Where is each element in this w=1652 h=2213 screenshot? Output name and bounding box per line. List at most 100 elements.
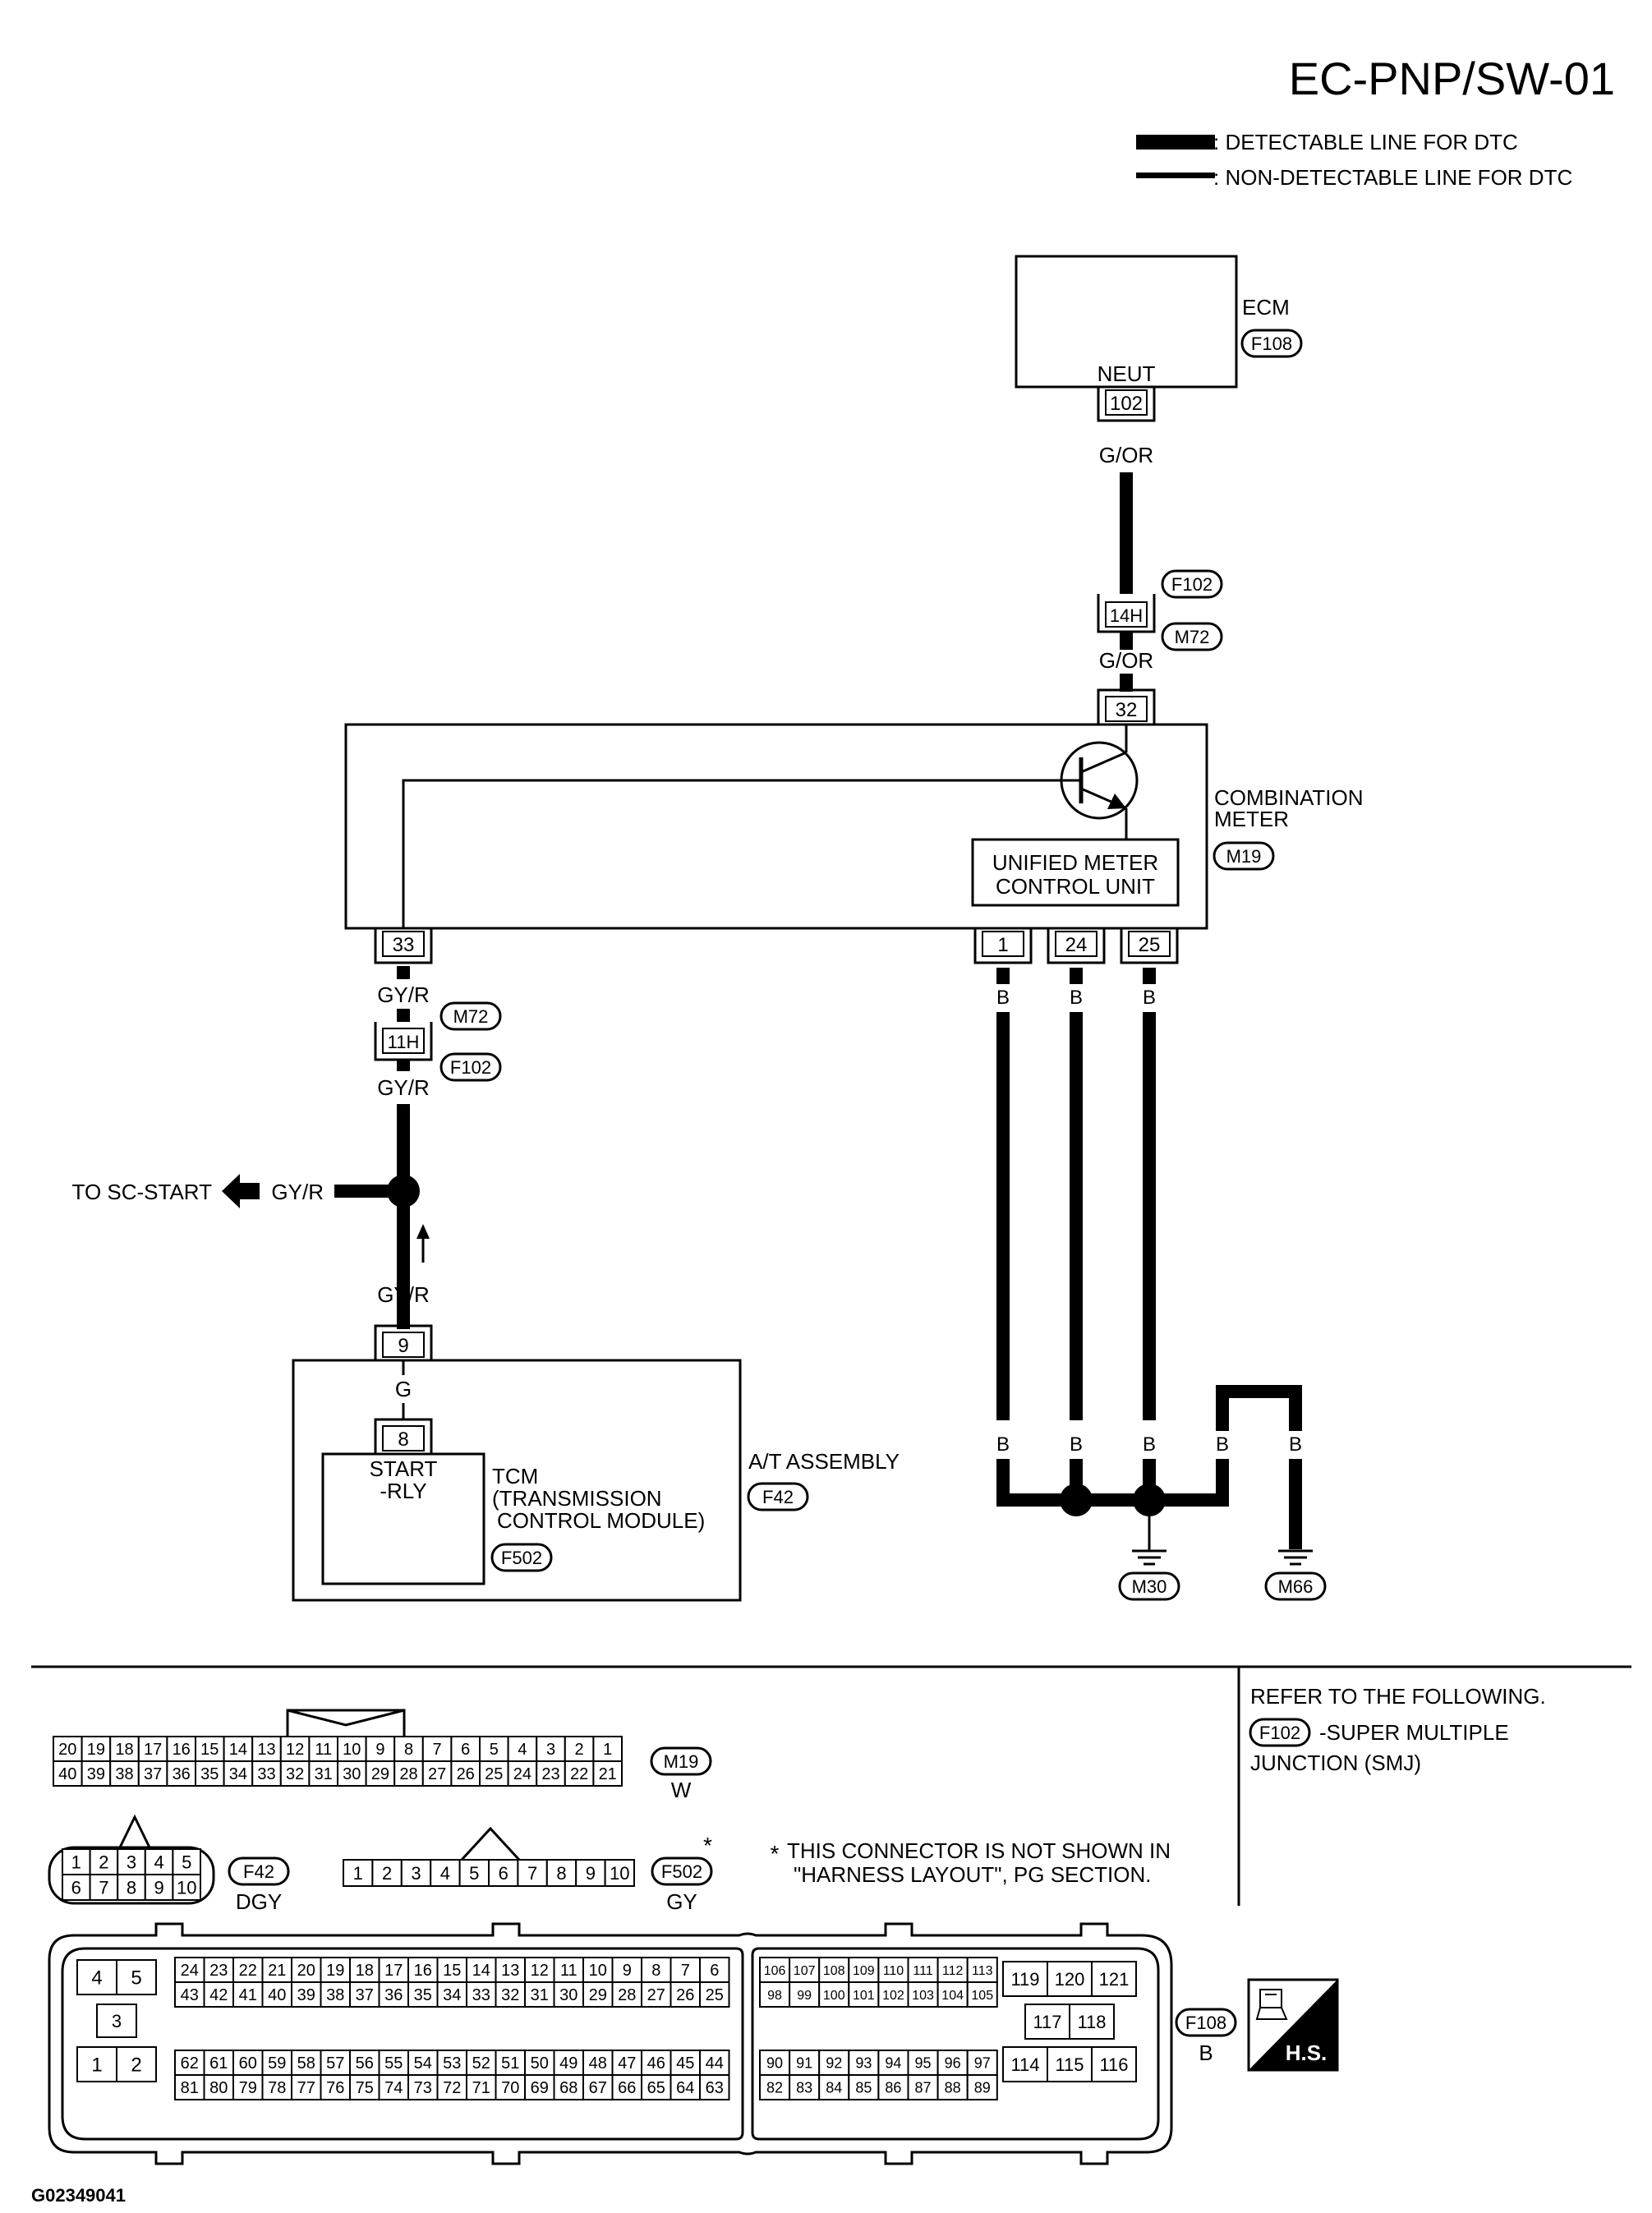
f108-pin-55-label: 55 (384, 2054, 403, 2073)
f108-pin-95-label: 95 (915, 2054, 932, 2071)
svg-text:M19: M19 (1226, 846, 1262, 867)
f108-pin-17-label: 17 (384, 1962, 403, 1980)
m19-pin-6-label: 6 (461, 1741, 470, 1759)
m19-pin-21 (592, 1760, 624, 1787)
svg-text:102: 102 (1110, 393, 1143, 415)
m19-pin-33 (251, 1760, 282, 1787)
svg-text:H.S.: H.S. (1286, 2040, 1328, 2065)
m19-pin-18-label: 18 (115, 1741, 133, 1759)
meter-pin-24: 24 (1047, 928, 1106, 964)
wire-g-or-lower (1120, 674, 1133, 692)
m19-pin-20 (53, 1736, 83, 1762)
f108-pin-49-label: 49 (559, 2054, 578, 2073)
f108-pin-17 (378, 1957, 409, 1983)
f108-pin-120-label: 120 (1055, 1969, 1085, 1990)
f108-pin-100-label: 100 (823, 1989, 845, 2003)
f108-pin-13 (495, 1957, 526, 1983)
m19-pin-38-label: 38 (115, 1765, 133, 1783)
f108-pin-113 (966, 1957, 998, 1983)
f108-pin-24 (174, 1957, 205, 1983)
branch-wire-label: GY/R (271, 1180, 324, 1204)
m19-pin-24-label: 24 (513, 1765, 531, 1783)
f108-pin-97 (966, 2050, 998, 2076)
ecm-pin-102: 102 (1097, 387, 1156, 422)
m19-pin-5-label: 5 (490, 1741, 499, 1759)
branch-label: TO SC-START (72, 1180, 213, 1204)
f502-color: GY (666, 1889, 697, 1914)
f108-pin-103 (907, 1981, 939, 2008)
svg-text:F102: F102 (1259, 1723, 1300, 1743)
f108-pin-22 (232, 1957, 264, 1983)
splice-point-2 (1133, 1484, 1166, 1516)
at-assembly-connector-tag: F42 (747, 1482, 809, 1511)
wire-label-g: G (395, 1377, 412, 1401)
m19-pin-17-label: 17 (144, 1741, 162, 1759)
m19-pin-40-label: 40 (58, 1765, 76, 1783)
f108-pin-104 (936, 1981, 969, 2008)
m19-pin-28-label: 28 (399, 1765, 417, 1783)
f108-pin-96-label: 96 (945, 2054, 961, 2071)
f108-pin-24-label: 24 (181, 1962, 199, 1980)
meter-pin-1: 1 (973, 928, 1033, 964)
svg-text:F102: F102 (450, 1057, 491, 1078)
m19-pin-2-label: 2 (575, 1741, 584, 1759)
ground-bus (996, 1493, 1229, 1507)
f108-pin-84 (818, 2074, 850, 2100)
f108-pin-60-label: 60 (239, 2054, 257, 2073)
f42-pin-10-label: 10 (177, 1877, 196, 1898)
m19-pin-11-label: 11 (315, 1741, 332, 1759)
wire-g-or-upper (1120, 472, 1133, 594)
f108-pin-61-label: 61 (209, 2054, 228, 2073)
f108-pin-70-label: 70 (501, 2079, 519, 2097)
f108-pin-98-label: 98 (767, 1989, 782, 2003)
svg-text:F502: F502 (661, 1861, 702, 1882)
m19-pin-26-label: 26 (457, 1765, 475, 1783)
ground-wire-24 (1070, 1012, 1083, 1420)
f42-pin-6 (62, 1874, 91, 1901)
f108-pin-57-label: 57 (326, 2054, 344, 2073)
f502-key (460, 1826, 521, 1861)
ground-m30-tag: M30 (1118, 1571, 1180, 1601)
internal-signal-line (402, 779, 1081, 928)
f108-pin-105 (966, 1981, 998, 2008)
f108-pin-33-label: 33 (472, 1986, 490, 2004)
f108-pin-68-label: 68 (559, 2079, 578, 2097)
f108-pin-6 (699, 1957, 730, 1983)
f108-pin-5-label: 5 (131, 1967, 141, 1990)
m19-pin-3-label: 3 (546, 1741, 555, 1759)
wire-gy-r-main (397, 1104, 410, 1329)
f108-pin-45-label: 45 (676, 2054, 694, 2073)
f108-pin-117 (1024, 2004, 1070, 2040)
f502-pin-3-label: 3 (411, 1863, 421, 1884)
m19-pin-33-label: 33 (257, 1765, 275, 1783)
f502-id-tag: F502 (651, 1856, 713, 1886)
f108-pin-44-label: 44 (706, 2054, 724, 2073)
f108-pin-14-label: 14 (472, 1962, 490, 1980)
f108-pin-1-label: 1 (91, 2054, 102, 2077)
f108-pin-37 (349, 1981, 380, 2008)
ground-loop-wire (1216, 1385, 1302, 1431)
wire-label-b-1: B (996, 987, 1010, 1009)
f502-pin-8-label: 8 (556, 1863, 566, 1884)
svg-text:9: 9 (398, 1335, 408, 1357)
f502-pin-10-label: 10 (610, 1863, 629, 1884)
f108-pin-63-label: 63 (706, 2079, 724, 2097)
f108-pin-52-label: 52 (472, 2054, 490, 2073)
m19-pin-39-label: 39 (87, 1765, 105, 1783)
f108-pin-67-label: 67 (589, 2079, 607, 2097)
f108-pin-27 (641, 1981, 672, 2008)
f108-pin-15-label: 15 (443, 1962, 461, 1980)
unified-meter-control-unit (971, 838, 1180, 907)
unit-label-2: CONTROL UNIT (996, 874, 1155, 899)
f108-pin-103-label: 103 (912, 1989, 934, 2003)
m19-id-tag: M19 (650, 1746, 712, 1776)
f108-pin-99 (789, 1981, 821, 2008)
m19-pin-4 (507, 1736, 538, 1762)
f502-pin-5 (458, 1859, 490, 1887)
svg-text:F502: F502 (501, 1548, 542, 1568)
f108-pin-31 (524, 1981, 555, 2008)
f108-pin-92 (818, 2050, 850, 2076)
f108-pin-82-label: 82 (766, 2079, 783, 2096)
tcm-connector-tag: F502 (490, 1543, 553, 1572)
